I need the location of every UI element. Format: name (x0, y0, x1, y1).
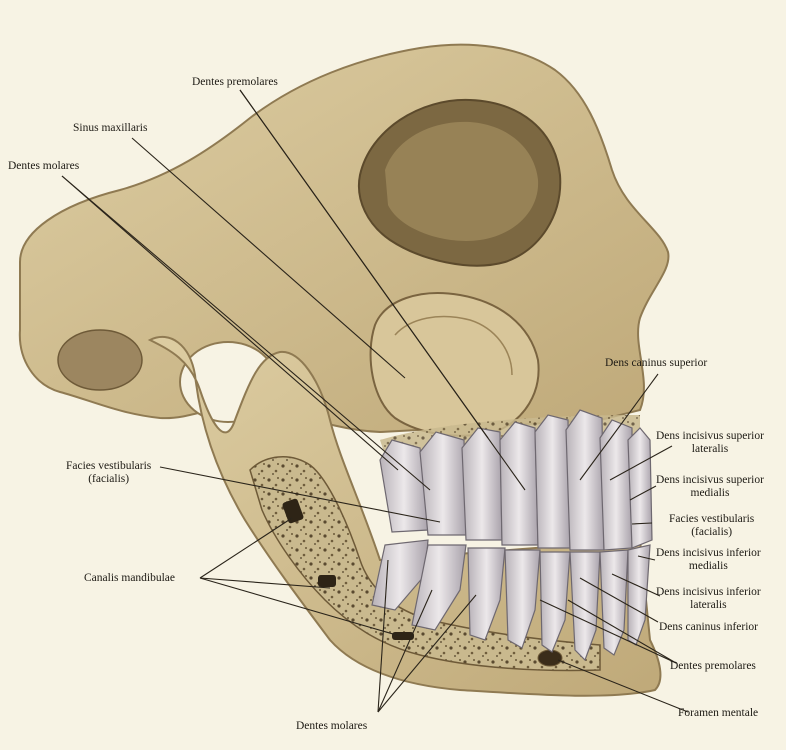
label-dentes-premolares-bottom: Dentes premolares (670, 660, 756, 672)
label-canalis-mandibulae: Canalis mandibulae (84, 572, 176, 584)
label-sinus-maxillaris: Sinus maxillaris (73, 122, 148, 134)
label-dens-incisivus-superior-medialis: Dens incisivus superior medialis (656, 474, 764, 499)
upper-teeth (379, 409, 653, 551)
label-dens-caninus-inferior: Dens caninus inferior (659, 621, 758, 633)
label-dens-incisivus-inferior-medialis: Dens incisivus inferior medialis (656, 547, 761, 572)
label-foramen-mentale: Foramen mentale (678, 707, 759, 719)
label-dentes-molares-bottom: Dentes molares (296, 720, 368, 732)
label-dens-incisivus-inferior-lateralis: Dens incisivus inferior lateralis (656, 586, 761, 611)
sinus-maxillaris-area (369, 292, 540, 437)
label-dens-incisivus-superior-lateralis: Dens incisivus superior lateralis (656, 430, 764, 455)
label-dens-caninus-superior: Dens caninus superior (605, 357, 708, 369)
leader-lines (61, 89, 689, 713)
label-dentes-molares-top: Dentes molares (8, 160, 80, 172)
label-facies-vestibularis-left: Facies vestibularis (facialis) (66, 460, 152, 485)
label-dentes-premolares-top: Dentes premolares (192, 76, 278, 88)
label-facies-vestibularis-right: Facies vestibularis (facialis) (669, 513, 755, 538)
foramen-mentale-hole (537, 649, 563, 667)
